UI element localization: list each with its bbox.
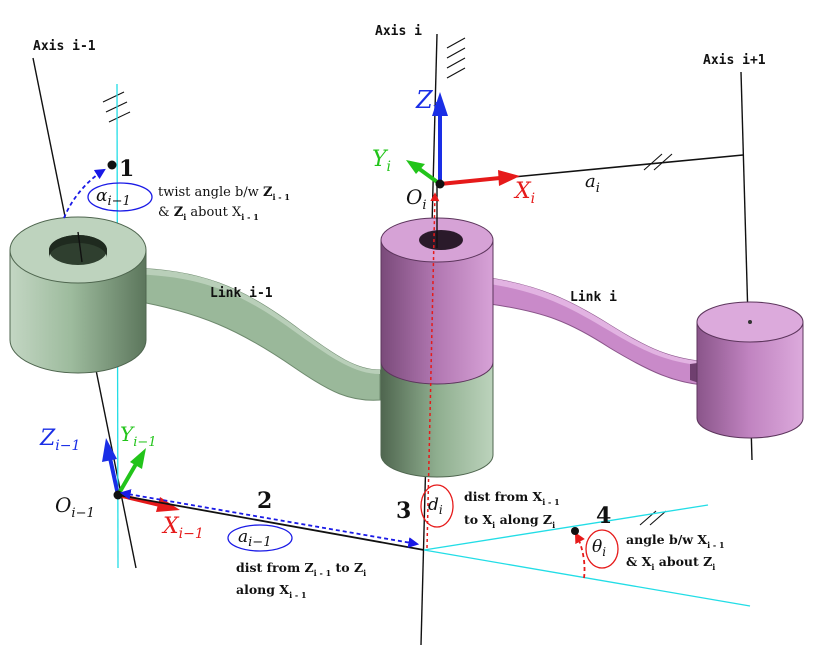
note-dist-a: dist from Zi - 1 to Zi along Xi - 1	[236, 560, 366, 600]
frame-i-z-label: Zi	[415, 86, 438, 117]
theta-highlight	[585, 529, 619, 569]
step-1: 1	[119, 156, 134, 182]
svg-text:dist from Zi - 1 to Zi: dist from Zi - 1 to Zi	[236, 560, 366, 578]
frame-prev-x-label: Xi−1	[161, 514, 204, 542]
note-dist-d: dist from Xi - 1 to Xi along Zi	[464, 489, 560, 530]
frame-i-origin-label: Oi	[406, 185, 427, 213]
frame-prev-z-label: Zi−1	[39, 426, 80, 454]
joint-cylinder-prev	[9, 216, 147, 374]
link-label-curr: Link i	[570, 290, 617, 305]
param-a-prev: ai−1	[238, 527, 271, 550]
note-twist: twist angle b/w Zi - 1 & Zi about Xi - 1	[158, 185, 290, 222]
axis-label-prev: Axis i-1	[33, 39, 96, 54]
param-theta: θi	[592, 537, 606, 559]
frame-i-y-label: Yi	[372, 147, 391, 175]
svg-text:angle b/w Xi - 1: angle b/w Xi - 1	[626, 532, 725, 550]
svg-text:to Xi along Zi: to Xi along Zi	[464, 512, 555, 530]
frame-i-axes	[406, 92, 520, 189]
step-2: 2	[257, 488, 272, 514]
axis-label-curr: Axis i	[375, 24, 422, 39]
axis-label-next: Axis i+1	[703, 53, 766, 68]
svg-text:& Xi about Zi: & Xi about Zi	[626, 554, 715, 572]
joint-cylinder-next	[696, 301, 804, 439]
param-a-curr: ai	[585, 171, 600, 196]
svg-text:twist angle b/w Zi - 1: twist angle b/w Zi - 1	[158, 185, 290, 202]
d-dashed	[426, 192, 440, 549]
svg-text:dist from Xi - 1: dist from Xi - 1	[464, 489, 560, 507]
frame-i-x-label: Xi	[513, 179, 535, 207]
alpha-arc	[63, 168, 106, 219]
svg-text:along Xi - 1: along Xi - 1	[236, 582, 307, 600]
alpha-highlight	[87, 182, 153, 212]
note-angle: angle b/w Xi - 1 & Xi about Zi	[626, 532, 725, 572]
aprev-highlight	[227, 524, 293, 552]
theta-arc	[574, 532, 586, 579]
param-alpha: αi−1	[96, 186, 131, 209]
param-d: di	[428, 495, 443, 517]
frame-prev-origin-label: Oi−1	[55, 493, 95, 521]
link-label-prev: Link i-1	[210, 286, 273, 301]
joint-cylinder-curr	[380, 217, 494, 478]
d-highlight	[420, 484, 454, 528]
svg-text:& Zi about Xi - 1: & Zi about Xi - 1	[158, 205, 259, 222]
frame-prev-y-label: Yi−1	[120, 422, 157, 450]
a-prev-dashed	[119, 489, 420, 548]
step-3: 3	[396, 498, 411, 524]
step-4: 4	[596, 503, 611, 529]
